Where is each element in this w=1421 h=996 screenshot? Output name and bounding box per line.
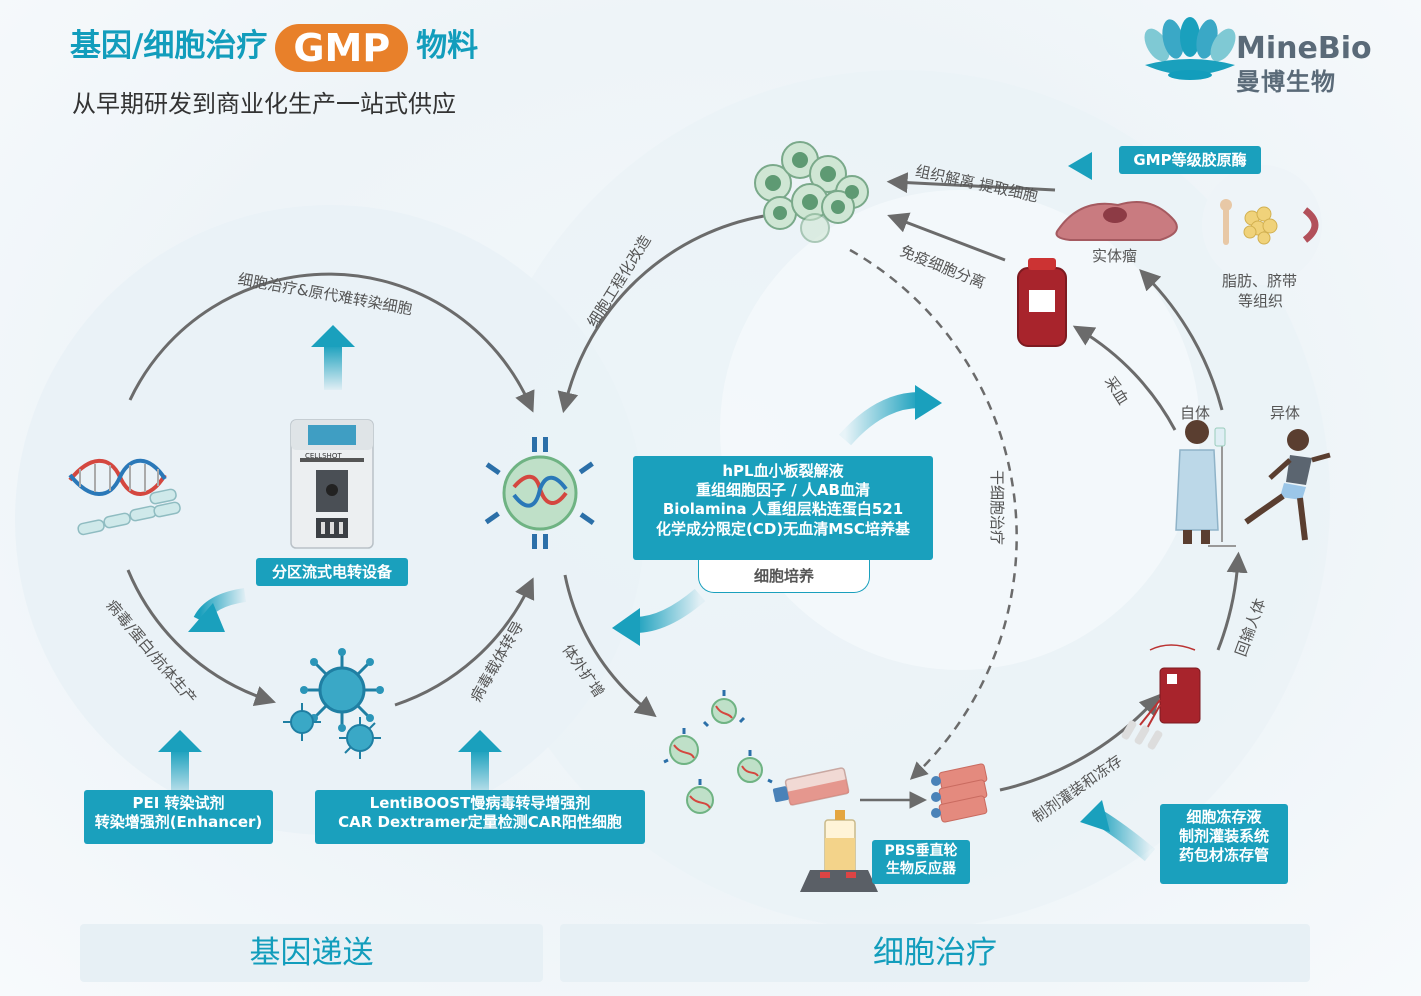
virus-icon	[283, 648, 384, 759]
arrow-stem-cell	[849, 248, 1018, 780]
label-fat-tissue-1: 脂肪、脐带	[1222, 272, 1298, 290]
label-stem-cell: 干细胞治疗	[988, 470, 1006, 546]
cell-bags-icon	[931, 763, 988, 823]
culture-flask-icon	[772, 767, 850, 806]
infusion-bag-icon	[1121, 644, 1201, 750]
title-gmp-pill: GMP	[275, 23, 409, 72]
expanded-cells-icon	[663, 690, 773, 814]
arrow-transduction	[394, 577, 535, 707]
label-solid-tumor: 实体瘤	[1092, 247, 1138, 265]
teal-up-arrow-lenti	[458, 730, 502, 802]
box-collagenase: GMP等级胶原酶	[1119, 146, 1261, 174]
plasmid-segments-icon	[77, 488, 181, 536]
arrow-left-top	[128, 272, 535, 413]
runner-icon	[1244, 429, 1331, 541]
dna-helix-icon	[68, 458, 167, 496]
arrow-expansion	[563, 574, 657, 718]
fat-umbilical-tissue-icon	[1202, 165, 1322, 285]
arrow-engineering	[557, 213, 771, 414]
box-pbs: PBS垂直轮 生物反应器	[872, 840, 970, 884]
teal-arrow-left	[188, 603, 225, 632]
arrow-blood	[1072, 325, 1177, 431]
device-brand: CELLSHOT	[305, 452, 342, 460]
arrow-infusion	[1216, 551, 1248, 651]
page-subtitle: 从早期研发到商业化生产一站式供应	[72, 90, 456, 118]
label-cell-culture: 细胞培养	[698, 560, 870, 593]
section-gene-delivery: 基因递送	[80, 924, 543, 982]
brand-name-en: MineBio	[1236, 31, 1372, 66]
teal-up-arrow-pei	[158, 730, 202, 802]
cell-cluster-icon	[754, 141, 869, 243]
arrow-tissue	[1139, 269, 1224, 411]
teal-arrow-culture-up	[915, 385, 942, 420]
solid-tumor-icon	[1055, 201, 1178, 241]
engineered-cell-icon	[484, 437, 595, 549]
label-fat-tissue-2: 等组织	[1238, 292, 1284, 310]
bioreactor-icon	[800, 810, 878, 892]
patient-icon	[1175, 420, 1236, 547]
label-autologous: 自体	[1180, 404, 1211, 422]
teal-arrow-culture-down	[612, 608, 640, 646]
minebio-logo-icon	[1144, 17, 1236, 80]
brand-name-cn: 曼博生物	[1236, 68, 1336, 96]
box-lentiboost: LentiBOOST慢病毒转导增强剂 CAR Dextramer定量检测CAR阳…	[315, 790, 645, 844]
teal-up-arrow-electroporation	[311, 325, 355, 390]
teal-arrow-collagenase	[1068, 152, 1092, 180]
box-freeze: 细胞冻存液 制剂灌装系统 药包材冻存管	[1160, 804, 1288, 884]
electroporation-device-icon	[290, 419, 374, 549]
arrow-left-bottom	[126, 569, 276, 706]
teal-arrow-freeze	[1080, 800, 1110, 832]
box-electroporation: 分区流式电转设备	[256, 558, 408, 586]
label-allogeneic: 异体	[1270, 404, 1301, 422]
section-cell-therapy: 细胞治疗	[560, 924, 1310, 982]
box-pei: PEI 转染试剂 转染增强剂(Enhancer)	[84, 790, 273, 844]
arrow-fill-freeze	[999, 693, 1161, 792]
blood-bag-icon	[1017, 258, 1067, 347]
box-cell-culture: hPL血小板裂解液 重组细胞因子 / 人AB血清 Biolamina 人重组层粘…	[633, 456, 933, 560]
